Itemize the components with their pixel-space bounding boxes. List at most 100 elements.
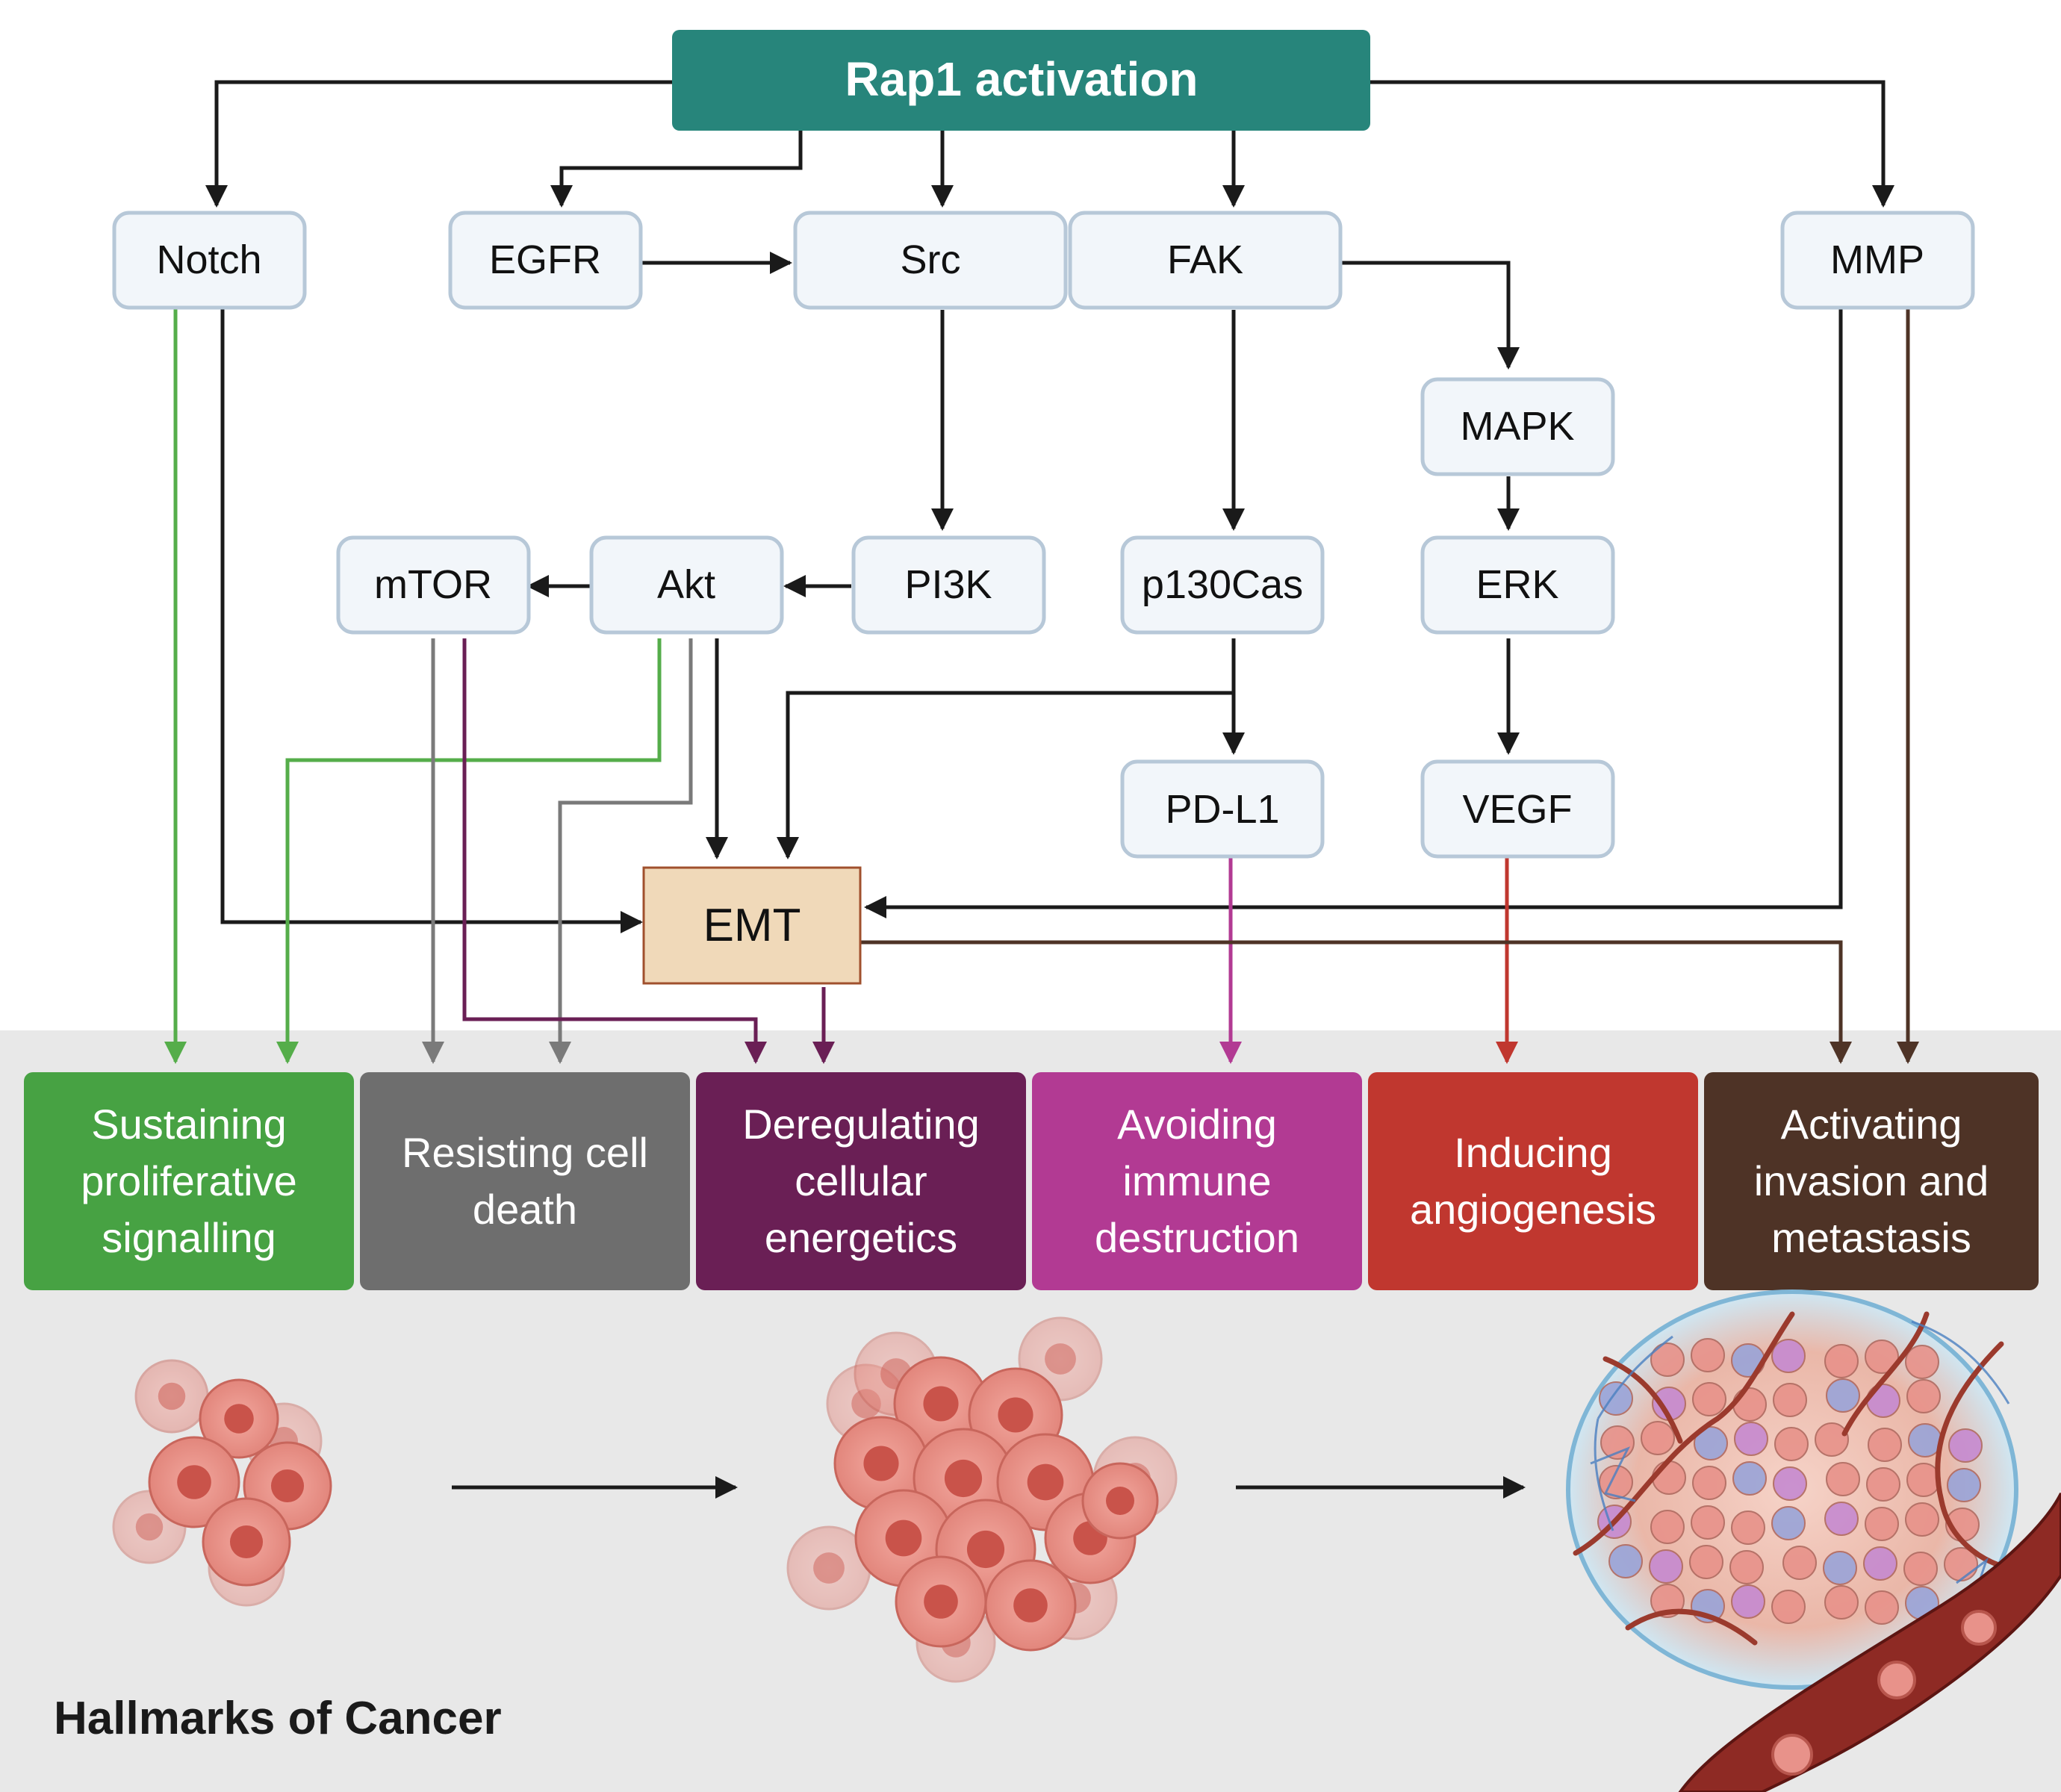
hallmark-deregulating-line1: Deregulating — [742, 1101, 980, 1148]
node-mtor: mTOR — [336, 535, 531, 635]
tumor-cell — [1826, 1378, 1860, 1413]
tumor-cell — [1868, 1428, 1902, 1462]
tumor-cell — [1729, 1550, 1764, 1584]
arrow-mtor-deregulating — [462, 638, 767, 1064]
tumor-cell — [1865, 1340, 1899, 1374]
tumor-cell — [1692, 1466, 1726, 1500]
tumor-cell — [1600, 1425, 1635, 1460]
tumor-cell — [1865, 1590, 1899, 1625]
node-egfr: EGFR — [448, 211, 643, 310]
cell-nucleus — [944, 1459, 983, 1498]
tumor-cell — [1947, 1468, 1981, 1502]
tumor-cell — [1773, 1383, 1807, 1417]
arrow-notch-emt — [220, 308, 643, 933]
tumor-cell — [1865, 1507, 1899, 1541]
tumor-cell — [1826, 1462, 1860, 1496]
node-pi3k: PI3K — [851, 535, 1046, 635]
arrow-akt-sustaining — [276, 638, 662, 1064]
cell-nucleus — [177, 1465, 211, 1499]
hallmark-resisting-line2: death — [473, 1186, 577, 1233]
tumor-cell — [1694, 1426, 1728, 1460]
hallmark-avoiding-line3: destruction — [1095, 1214, 1299, 1261]
tumor-cell — [1732, 1387, 1767, 1422]
cell-nucleus — [229, 1525, 264, 1559]
tumor-cell — [1948, 1428, 1983, 1463]
cell-nucleus — [1013, 1588, 1048, 1623]
node-egfr-label: EGFR — [489, 237, 601, 282]
cell-nucleus — [135, 1513, 164, 1541]
hallmark-resisting: Resisting cell death — [360, 1072, 690, 1290]
hallmark-activating-line3: metastasis — [1771, 1214, 1971, 1261]
cell-nucleus — [1027, 1463, 1064, 1501]
cell-nucleus — [924, 1584, 958, 1619]
arrow-emt-activating — [860, 940, 1852, 1064]
tumor-cell — [1771, 1590, 1806, 1624]
tumor-cell — [1771, 1506, 1806, 1540]
rap1-activation-label: Rap1 activation — [845, 52, 1198, 106]
arrow-fak-mapk — [1340, 261, 1520, 370]
hallmark-inducing: Inducing angiogenesis — [1368, 1072, 1698, 1290]
small-tumor-cluster-illustration — [112, 1359, 332, 1607]
tumor-cell — [1824, 1344, 1859, 1378]
arrow-rap1-egfr — [550, 131, 803, 208]
tumor-cell — [1771, 1339, 1806, 1373]
tumor-cell — [1824, 1502, 1859, 1536]
cell-nucleus — [158, 1382, 186, 1410]
tumor-cell — [1641, 1421, 1675, 1455]
node-vegf: VEGF — [1420, 759, 1615, 859]
node-notch: Notch — [112, 211, 307, 310]
cell-nucleus — [813, 1552, 845, 1584]
hallmark-avoiding-line1: Avoiding — [1117, 1101, 1277, 1148]
hallmark-resisting-line1: Resisting cell — [402, 1129, 648, 1176]
tumor-cell — [1903, 1552, 1938, 1586]
hallmark-deregulating-line3: energetics — [765, 1214, 957, 1261]
tumor-cell — [1691, 1338, 1725, 1372]
arrow-akt-resisting — [549, 638, 693, 1064]
node-p130cas: p130Cas — [1120, 535, 1325, 635]
hallmark-inducing-line1: Inducing — [1454, 1129, 1612, 1176]
tumor-cell — [1734, 1422, 1768, 1456]
node-pdl1: PD-L1 — [1120, 759, 1325, 859]
tumor-cell — [1906, 1379, 1941, 1413]
node-mapk-label: MAPK — [1460, 404, 1574, 449]
node-mapk: MAPK — [1420, 377, 1615, 476]
node-akt-label: Akt — [657, 562, 715, 607]
node-fak-label: FAK — [1167, 237, 1243, 282]
hallmark-avoiding-line2: immune — [1122, 1157, 1271, 1204]
hallmark-avoiding: Avoiding immune destruction — [1032, 1072, 1362, 1290]
tumor-cell — [1599, 1381, 1633, 1416]
hallmarks-of-cancer-label: Hallmarks of Cancer — [54, 1693, 502, 1744]
tumor-cell — [1732, 1461, 1767, 1496]
tumor-cell — [1782, 1546, 1817, 1580]
tumor-cell — [1823, 1551, 1857, 1585]
hallmark-sustaining-line1: Sustaining — [91, 1101, 287, 1148]
node-pi3k-label: PI3K — [904, 562, 992, 607]
cell-nucleus — [966, 1530, 1005, 1569]
node-mmp-label: MMP — [1830, 237, 1924, 282]
cell-nucleus — [1045, 1343, 1076, 1375]
node-mtor-label: mTOR — [374, 562, 492, 607]
rap1-activation-box: Rap1 activation — [672, 30, 1370, 131]
node-emt: EMT — [642, 866, 862, 985]
hallmark-inducing-line2: angiogenesis — [1410, 1186, 1656, 1233]
hallmark-activating-line1: Activating — [1781, 1101, 1962, 1148]
tumor-cell — [1815, 1422, 1849, 1457]
tumor-cell — [1905, 1345, 1939, 1379]
hallmark-deregulating-line2: cellular — [795, 1157, 927, 1204]
node-vegf-label: VEGF — [1462, 787, 1572, 832]
tumor-cell — [1689, 1545, 1723, 1579]
tumor-cell — [1905, 1502, 1939, 1537]
hallmark-deregulating: Deregulating cellular energetics — [696, 1072, 1026, 1290]
node-erk: ERK — [1420, 535, 1615, 635]
node-notch-label: Notch — [156, 237, 261, 282]
hallmark-sustaining-line2: proliferative — [81, 1157, 296, 1204]
hallmark-sustaining: Sustaining proliferative signalling — [24, 1072, 354, 1290]
node-fak: FAK — [1068, 211, 1343, 310]
arrow-rap1-notch — [205, 80, 672, 208]
tumor-cell — [1773, 1466, 1807, 1501]
tumor-cell — [1731, 1584, 1765, 1619]
cell-nucleus — [885, 1519, 922, 1557]
cell-nucleus — [923, 1386, 959, 1422]
arrow-rap1-mmp — [1370, 80, 1894, 208]
tumor-cell — [1608, 1544, 1643, 1578]
